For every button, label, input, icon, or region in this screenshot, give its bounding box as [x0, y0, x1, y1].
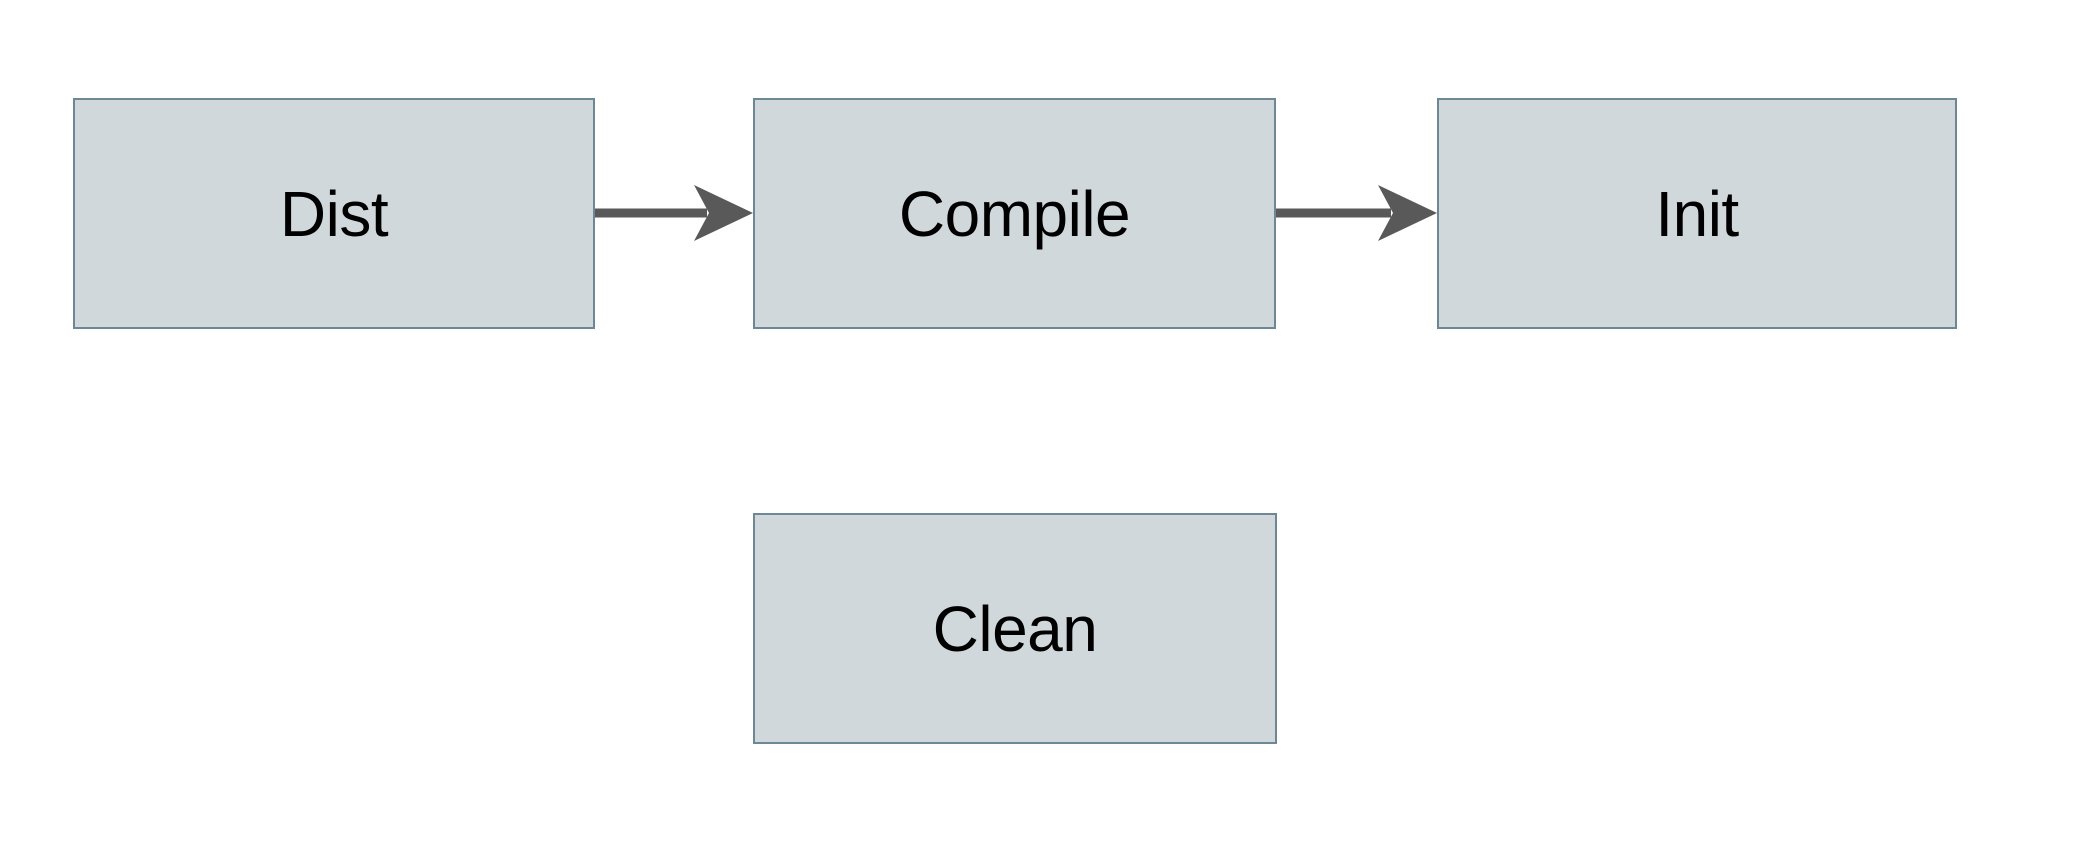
- arrowhead-icon: [694, 185, 753, 241]
- edge-compile-to-init: [1276, 185, 1437, 241]
- node-compile[interactable]: Compile: [753, 98, 1276, 329]
- node-label-init: Init: [1655, 177, 1739, 250]
- edge-dist-to-compile: [595, 185, 753, 241]
- node-label-clean: Clean: [932, 592, 1098, 665]
- node-dist[interactable]: Dist: [73, 98, 595, 329]
- arrowhead-icon: [1378, 185, 1437, 241]
- node-label-dist: Dist: [279, 177, 389, 250]
- node-label-compile: Compile: [898, 177, 1131, 250]
- node-init[interactable]: Init: [1437, 98, 1957, 329]
- node-clean[interactable]: Clean: [753, 513, 1277, 744]
